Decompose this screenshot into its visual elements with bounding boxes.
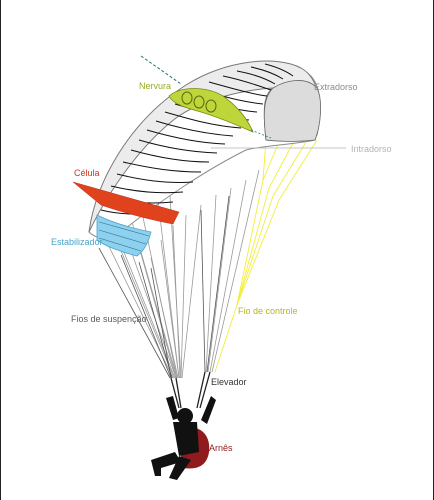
fios-suspencao-label: Fios de suspenção bbox=[71, 314, 147, 324]
canopy-tip bbox=[263, 80, 321, 142]
suspension-lines bbox=[100, 129, 260, 379]
estabilizador-ribs bbox=[98, 221, 150, 252]
extradorso-label: Extradorso bbox=[314, 82, 358, 92]
intradorso-dashed-leader bbox=[250, 129, 272, 139]
intradorso-label: Intradorso bbox=[351, 144, 392, 154]
nervura-dashed-leader bbox=[140, 55, 182, 85]
celula-cell bbox=[72, 181, 180, 225]
arnes-label: Arnês bbox=[209, 443, 233, 453]
nervura-rib bbox=[168, 88, 254, 133]
estabilizador-label: Estabilizador bbox=[51, 237, 103, 247]
control-lines bbox=[214, 139, 318, 373]
cascade-lines bbox=[98, 195, 230, 379]
nervura-holes bbox=[181, 91, 217, 113]
nervura-label: Nervura bbox=[139, 81, 172, 91]
elevador-label: Elevador bbox=[211, 377, 247, 387]
pilot-silhouette bbox=[151, 396, 216, 480]
fio-controle-label: Fio de controle bbox=[238, 306, 298, 316]
elevador-risers bbox=[170, 371, 211, 409]
celula-label: Célula bbox=[74, 168, 100, 178]
